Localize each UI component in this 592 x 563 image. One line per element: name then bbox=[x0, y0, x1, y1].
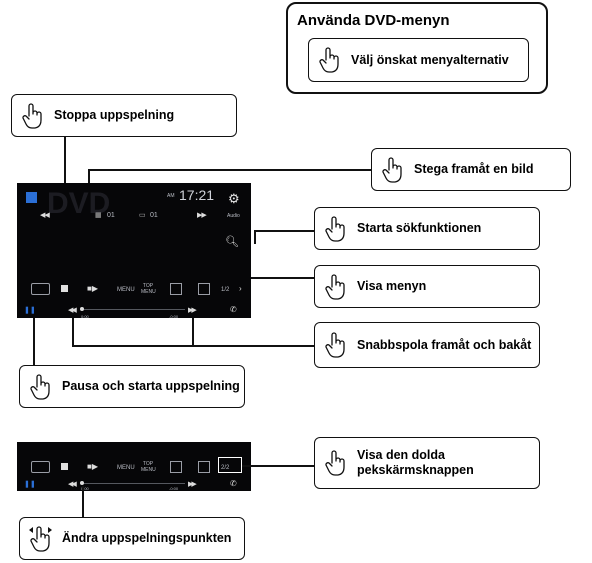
search-callout: Starta sökfunktionen bbox=[314, 207, 540, 250]
callout-label: Starta sökfunktionen bbox=[357, 221, 482, 235]
forward-icon[interactable]: ▶▶ bbox=[188, 481, 197, 488]
dvd-menu-panel: Använda DVD-menyn Välj önskat menyaltern… bbox=[286, 2, 548, 94]
stop-callout: Stoppa uppspelning bbox=[11, 94, 237, 137]
callout-label: Snabbspola framåt och bakåt bbox=[357, 337, 532, 352]
title-number: 01 bbox=[107, 212, 115, 219]
rewind-icon[interactable]: ◀◀ bbox=[68, 307, 77, 314]
settings-icon[interactable]: ⚙ bbox=[228, 191, 240, 206]
callout-label: Visa den dolda pekskärmsknappen bbox=[357, 448, 474, 477]
touch-hand-icon bbox=[323, 449, 349, 477]
touch-hand-icon bbox=[323, 331, 349, 359]
connector-ff-left bbox=[72, 314, 74, 346]
touch-hand-icon bbox=[323, 273, 349, 301]
drag-hand-icon bbox=[28, 525, 54, 553]
step-icon[interactable]: ■▶ bbox=[87, 462, 98, 471]
connector-search-v bbox=[254, 230, 256, 244]
connector-ff-right bbox=[192, 314, 194, 346]
menu-button[interactable]: MENU bbox=[117, 287, 135, 293]
chapter-number: 01 bbox=[150, 212, 158, 219]
top-menu-button[interactable]: TOP MENU bbox=[141, 283, 156, 295]
rewind-icon[interactable]: ◀◀ bbox=[68, 481, 77, 488]
step-icon[interactable]: ■▶ bbox=[87, 284, 98, 293]
progress-knob[interactable] bbox=[80, 481, 84, 485]
prev-track-icon[interactable]: ◀◀ bbox=[40, 212, 50, 219]
touch-hand-icon bbox=[323, 215, 349, 243]
rotate-icon[interactable] bbox=[170, 283, 182, 295]
clock: 17:21 bbox=[179, 187, 215, 203]
time-end: -0:00 bbox=[169, 314, 179, 319]
top-menu-button[interactable]: TOP MENU bbox=[141, 461, 156, 473]
forward-icon[interactable]: ▶▶ bbox=[188, 307, 197, 314]
progress-knob[interactable] bbox=[80, 307, 84, 311]
change-point-callout: Ändra uppspelningspunkten bbox=[19, 517, 245, 560]
menu-button[interactable]: MENU bbox=[117, 465, 135, 471]
stop-icon[interactable] bbox=[61, 463, 68, 470]
progress-bar[interactable] bbox=[81, 309, 185, 310]
callout-label: Välj önskat menyalternativ bbox=[351, 52, 509, 67]
dvd-menu-title: Använda DVD-menyn bbox=[297, 12, 450, 29]
page-next-icon[interactable]: › bbox=[239, 284, 242, 293]
playback-screen-page2: ■▶ MENU TOP MENU 2/2 ❚❚ ◀◀ 0:00 -0:00 ▶▶… bbox=[17, 442, 251, 491]
time-start: 0:00 bbox=[81, 314, 89, 319]
touch-hand-icon bbox=[380, 156, 406, 184]
angle-icon[interactable] bbox=[198, 283, 210, 295]
audio-label[interactable]: Audio bbox=[227, 213, 240, 219]
phone-icon[interactable]: ✆ bbox=[230, 305, 237, 314]
touch-hand-icon bbox=[28, 373, 54, 401]
camera-icon[interactable] bbox=[31, 461, 50, 473]
connector-step-h bbox=[88, 169, 371, 171]
playback-screen: DVD AM 17:21 ⚙ ◀◀ ▦ 01 ▭ 01 ▶▶ Audio 🔍︎ … bbox=[17, 183, 251, 319]
clock-prefix: AM bbox=[167, 193, 175, 199]
callout-label: Visa menyn bbox=[357, 279, 427, 293]
phone-icon[interactable]: ✆ bbox=[230, 479, 237, 488]
touch-hand-icon bbox=[317, 46, 343, 74]
fast-rewind-forward-callout: Snabbspola framåt och bakåt bbox=[314, 322, 540, 368]
page-indicator[interactable]: 1/2 bbox=[221, 287, 230, 293]
pause-icon[interactable]: ❚❚ bbox=[24, 481, 36, 488]
stop-icon[interactable] bbox=[61, 285, 68, 292]
title-icon: ▦ bbox=[95, 212, 102, 219]
camera-icon[interactable] bbox=[31, 283, 50, 295]
touch-hand-icon bbox=[20, 102, 46, 130]
pause-icon[interactable]: ❚❚ bbox=[24, 307, 36, 314]
progress-bar[interactable] bbox=[81, 483, 185, 484]
chapter-icon: ▭ bbox=[139, 212, 146, 219]
select-menu-item-callout: Välj önskat menyalternativ bbox=[308, 38, 529, 82]
connector-search-h bbox=[254, 230, 314, 232]
callout-label: Stega framåt en bild bbox=[414, 162, 534, 176]
show-menu-callout: Visa menyn bbox=[314, 265, 540, 308]
rotate-icon[interactable] bbox=[170, 461, 182, 473]
step-forward-callout: Stega framåt en bild bbox=[371, 148, 571, 191]
search-icon[interactable]: 🔍︎ bbox=[225, 236, 239, 248]
callout-label: Ändra uppspelningspunkten bbox=[62, 531, 232, 545]
time-start: 0:00 bbox=[81, 486, 89, 491]
page-indicator[interactable]: 2/2 bbox=[221, 465, 230, 471]
dvd-watermark: DVD bbox=[47, 187, 111, 220]
connector-change-point bbox=[82, 486, 84, 517]
time-end: -0:00 bbox=[169, 486, 179, 491]
next-track-icon[interactable]: ▶▶ bbox=[197, 212, 207, 219]
show-hidden-callout: Visa den dolda pekskärmsknappen bbox=[314, 437, 540, 489]
callout-label: Stoppa uppspelning bbox=[54, 108, 175, 122]
connector-pause bbox=[33, 314, 35, 365]
pause-play-callout: Pausa och starta uppspelning bbox=[19, 365, 245, 408]
angle-icon[interactable] bbox=[198, 461, 210, 473]
hidden-button-highlight bbox=[218, 457, 242, 473]
back-icon[interactable] bbox=[26, 192, 37, 203]
callout-label: Pausa och starta uppspelning bbox=[62, 379, 240, 393]
connector-hidden bbox=[242, 465, 314, 467]
